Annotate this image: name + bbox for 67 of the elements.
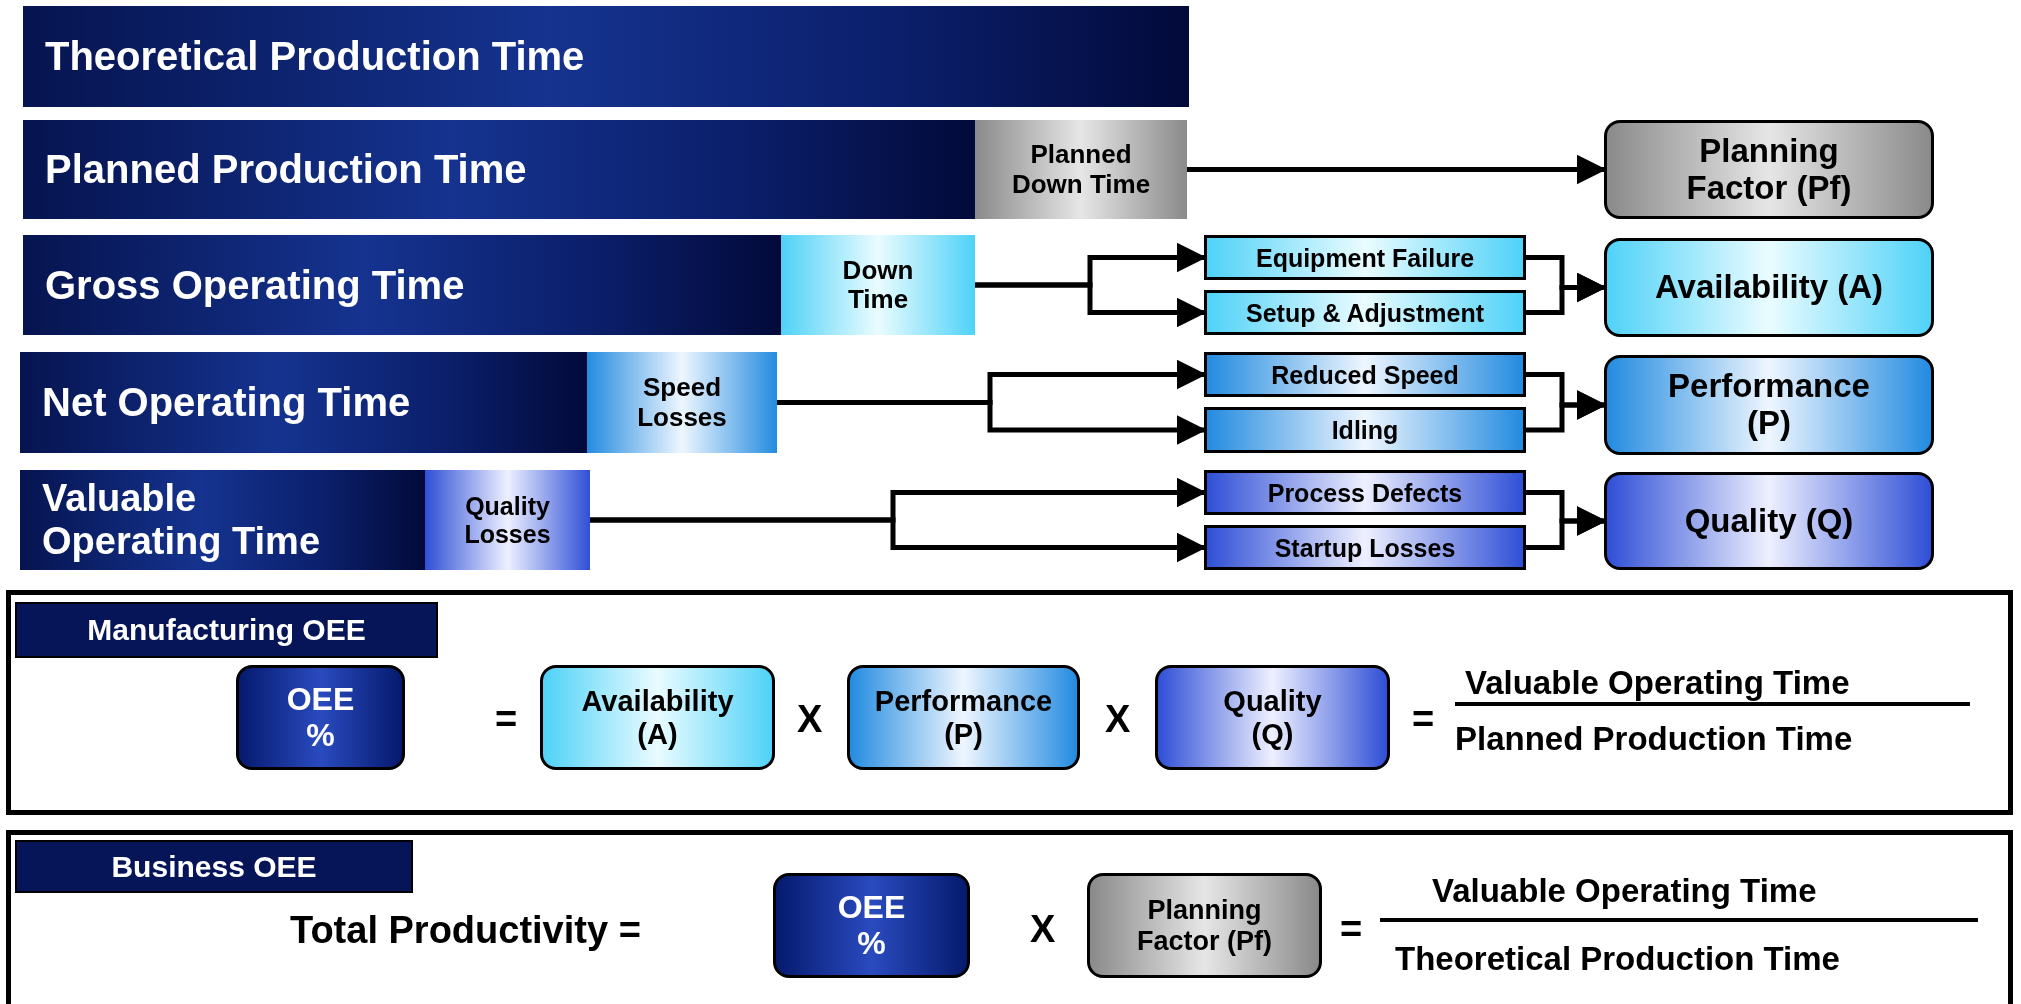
time-bar	[23, 120, 975, 219]
box-label: Quality Losses	[463, 492, 552, 548]
panel-heading	[15, 602, 438, 658]
box-label: Down Time	[841, 255, 915, 315]
time-bar	[23, 6, 1189, 107]
box-label: Manufacturing OEE	[87, 613, 366, 647]
loss-category-box	[1204, 235, 1526, 280]
fraction-numerator: Valuable Operating Time	[1432, 874, 1817, 907]
multiply-sign: X	[1105, 700, 1131, 738]
oee-box	[773, 873, 970, 978]
factor-box	[540, 665, 775, 770]
loss-box	[975, 120, 1187, 219]
factor-box	[1087, 873, 1322, 978]
box-label: Gross Operating Time	[45, 262, 465, 308]
panel-heading	[15, 840, 413, 893]
box-label: Planning Factor (Pf)	[1136, 895, 1273, 956]
time-bar	[23, 235, 781, 335]
box-label: Speed Losses	[636, 373, 728, 432]
loss-category-box	[1204, 525, 1526, 570]
panel-frame	[6, 830, 2013, 1004]
loss-category-box	[1204, 290, 1526, 335]
box-label: Process Defects	[1267, 478, 1463, 507]
fraction-numerator: Valuable Operating Time	[1465, 666, 1850, 699]
box-label: Idling	[1331, 416, 1399, 444]
factor-box	[1155, 665, 1390, 770]
oee-box	[236, 665, 405, 770]
factor-box	[1604, 238, 1934, 337]
factor-box	[1604, 472, 1934, 570]
fraction-denominator: Theoretical Production Time	[1395, 942, 1840, 975]
box-label: Quality (Q)	[1684, 502, 1854, 540]
box-label: Equipment Failure	[1255, 243, 1475, 272]
loss-box	[587, 352, 777, 453]
box-label: Planned Down Time	[1010, 140, 1152, 199]
formula-text: Total Productivity =	[290, 911, 641, 949]
time-bar	[20, 352, 587, 453]
box-label: Setup & Adjustment	[1246, 298, 1484, 327]
box-label: Planning Factor (Pf)	[1685, 132, 1853, 207]
box-label: OEE %	[836, 889, 907, 962]
factor-box	[1604, 355, 1934, 455]
equals-sign: =	[1340, 910, 1363, 948]
box-label: Theoretical Production Time	[45, 34, 585, 79]
equals-sign: =	[1412, 700, 1435, 738]
box-label: Quality (Q)	[1222, 685, 1323, 750]
loss-box	[781, 235, 975, 335]
box-label: Net Operating Time	[42, 380, 411, 425]
box-label: Business OEE	[111, 849, 317, 884]
box-label: Availability (A)	[1655, 269, 1883, 306]
box-label: Planned Production Time	[45, 147, 527, 192]
time-bar	[20, 470, 425, 570]
multiply-sign: X	[797, 700, 823, 738]
box-label: Availability (A)	[580, 685, 735, 750]
box-label: Reduced Speed	[1271, 360, 1459, 389]
loss-box	[425, 470, 590, 570]
loss-category-box	[1204, 407, 1526, 453]
loss-category-box	[1204, 470, 1526, 515]
multiply-sign: X	[1030, 910, 1056, 948]
box-label: Startup Losses	[1274, 533, 1456, 562]
fraction-denominator: Planned Production Time	[1455, 722, 1853, 755]
panel-frame	[6, 590, 2013, 815]
factor-box	[1604, 120, 1934, 219]
box-label: OEE %	[285, 681, 356, 754]
box-label: Valuable Operating Time	[42, 477, 322, 563]
equals-sign: =	[495, 700, 518, 738]
factor-box	[847, 665, 1080, 770]
box-label: Performance (P)	[873, 685, 1054, 750]
loss-category-box	[1204, 352, 1526, 397]
box-label: Performance (P)	[1667, 368, 1871, 442]
